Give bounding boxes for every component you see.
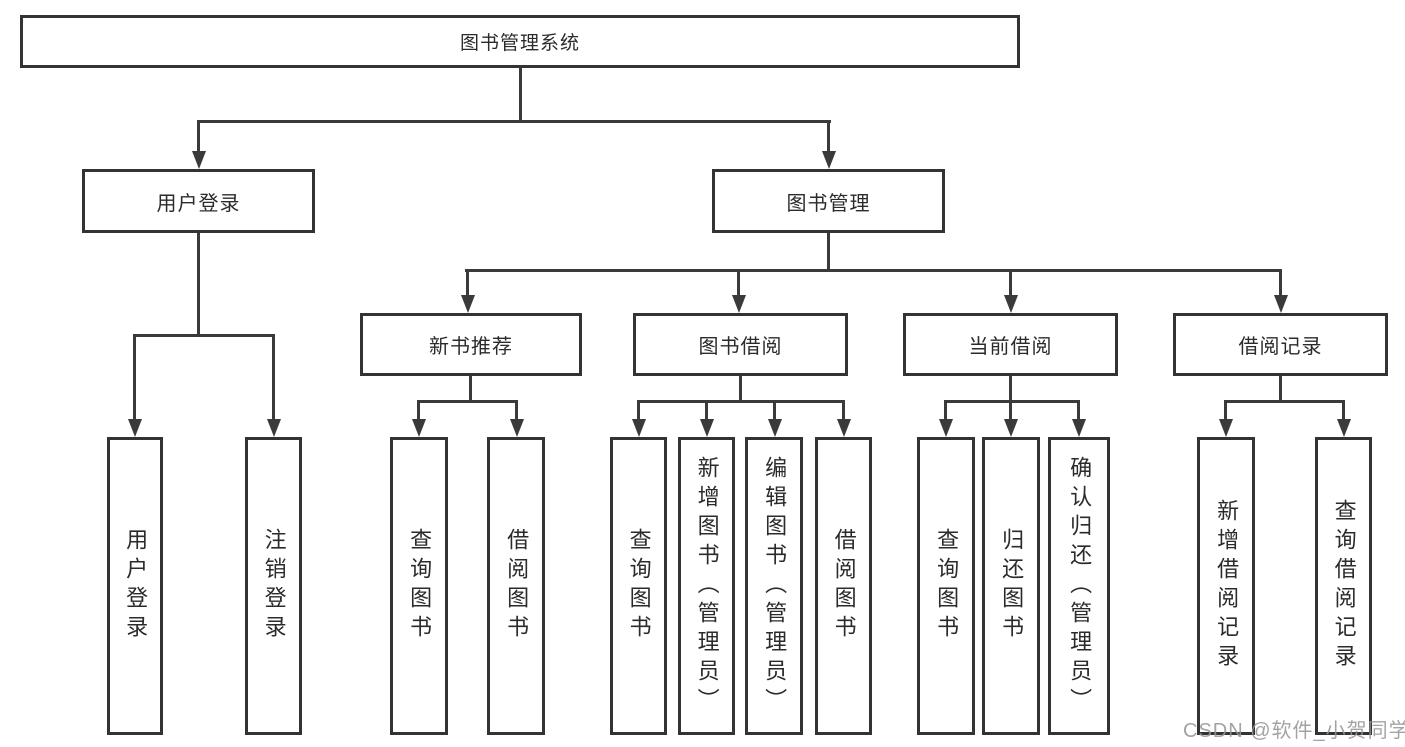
arrow-down-icon <box>822 151 836 169</box>
node-new-book-recommend-label: 新书推荐 <box>429 336 513 358</box>
leaf-add-borrow-record-label: 新增借阅记录 <box>1214 499 1240 673</box>
leaf-user-login: 用户登录 <box>107 437 163 735</box>
leaf-query-borrow-record: 查询借阅记录 <box>1315 437 1372 735</box>
leaf-borrow-books: 借阅图书 <box>815 437 872 735</box>
leaf-borrow-books-recommend: 借阅图书 <box>487 437 545 735</box>
connector-drop-leaf <box>1342 400 1345 421</box>
connector-drop-user-login <box>197 120 200 153</box>
leaf-query-books-borrowing-label: 查询图书 <box>626 528 652 644</box>
arrow-down-icon <box>1337 419 1351 437</box>
connector-book-borrowing-stem <box>739 376 742 402</box>
connector-drop-leaf <box>773 400 776 421</box>
leaf-confirm-return-admin-label: 确认归还（管理员） <box>1067 455 1093 717</box>
arrow-down-icon <box>768 419 782 437</box>
leaf-query-books-current-label: 查询图书 <box>934 528 960 644</box>
arrow-down-icon <box>1004 295 1018 313</box>
connector-level3-rail <box>465 269 1282 272</box>
arrow-down-icon <box>461 295 475 313</box>
connector-drop-leaf <box>417 400 420 421</box>
connector-drop-current-borrowing <box>1009 269 1012 297</box>
leaf-confirm-return-admin: 确认归还（管理员） <box>1048 437 1110 735</box>
arrow-down-icon <box>837 419 851 437</box>
connector-root-stem <box>519 68 522 123</box>
connector-drop-leaf <box>705 400 708 421</box>
leaf-logout: 注销登录 <box>245 437 302 735</box>
arrow-down-icon <box>267 419 281 437</box>
node-user-login-label: 用户登录 <box>156 192 241 215</box>
connector-drop-leaf <box>842 400 845 421</box>
node-new-book-recommend: 新书推荐 <box>360 313 582 376</box>
node-book-borrowing: 图书借阅 <box>633 313 848 376</box>
connector-drop-borrowing-records <box>1279 269 1282 297</box>
leaf-user-login-label: 用户登录 <box>123 528 149 644</box>
leaf-return-books: 归还图书 <box>982 437 1040 735</box>
leaf-query-books-borrowing: 查询图书 <box>610 437 667 735</box>
connector-user-login-rail <box>133 334 275 337</box>
node-borrowing-records: 借阅记录 <box>1173 313 1388 376</box>
leaf-query-books-recommend: 查询图书 <box>390 437 448 735</box>
arrow-down-icon <box>510 419 524 437</box>
leaf-add-books-admin-label: 新增图书（管理员） <box>694 455 720 717</box>
leaf-borrow-books-label: 借阅图书 <box>831 528 857 644</box>
arrow-down-icon <box>1274 295 1288 313</box>
connector-drop-new-book-recommend <box>466 269 469 297</box>
arrow-down-icon <box>700 419 714 437</box>
connector-drop-leaf <box>515 400 518 421</box>
leaf-return-books-label: 归还图书 <box>999 528 1025 644</box>
node-user-login: 用户登录 <box>82 169 315 233</box>
leaf-borrow-books-recommend-label: 借阅图书 <box>504 528 530 644</box>
arrow-down-icon <box>1219 419 1233 437</box>
leaf-query-books-current: 查询图书 <box>917 437 975 735</box>
leaf-edit-books-admin-label: 编辑图书（管理员） <box>762 455 788 717</box>
connector-drop-leaf <box>1224 400 1227 421</box>
node-current-borrowing-label: 当前借阅 <box>968 336 1053 358</box>
connector-drop-leaf-logout <box>272 334 275 421</box>
connector-drop-book-management <box>827 120 830 153</box>
connector-drop-leaf <box>944 400 947 421</box>
csdn-watermark: CSDN @软件_小贺同学 <box>1183 720 1405 742</box>
connector-level2-rail <box>197 120 831 123</box>
connector-drop-leaf <box>637 400 640 421</box>
arrow-down-icon <box>632 419 646 437</box>
node-book-management-label: 图书管理 <box>786 192 871 215</box>
arrow-down-icon <box>939 419 953 437</box>
arrow-down-icon <box>128 419 142 437</box>
leaf-query-books-recommend-label: 查询图书 <box>407 528 433 644</box>
node-current-borrowing: 当前借阅 <box>903 313 1118 376</box>
leaf-query-borrow-record-label: 查询借阅记录 <box>1331 499 1357 673</box>
leaf-add-books-admin: 新增图书（管理员） <box>678 437 735 735</box>
connector-drop-leaf <box>1077 400 1080 421</box>
connector-drop-leaf <box>1009 400 1012 421</box>
connector-new-book-recommend-stem <box>469 376 472 402</box>
connector-records-rail <box>1224 400 1345 403</box>
arrow-down-icon <box>192 151 206 169</box>
leaf-logout-label: 注销登录 <box>261 528 287 644</box>
node-borrowing-records-label: 借阅记录 <box>1238 336 1323 358</box>
node-book-management: 图书管理 <box>712 169 945 233</box>
connector-current-borrowing-stem <box>1009 376 1012 402</box>
arrow-down-icon <box>1004 419 1018 437</box>
connector-book-management-stem <box>827 233 830 272</box>
node-root: 图书管理系统 <box>20 15 1020 68</box>
connector-drop-book-borrowing <box>737 269 740 297</box>
connector-borrowing-rail <box>637 400 845 403</box>
arrow-down-icon <box>412 419 426 437</box>
leaf-add-borrow-record: 新增借阅记录 <box>1197 437 1255 735</box>
arrow-down-icon <box>1072 419 1086 437</box>
node-book-borrowing-label: 图书借阅 <box>698 336 783 358</box>
node-root-label: 图书管理系统 <box>459 33 580 54</box>
connector-drop-leaf-user-login <box>133 334 136 421</box>
connector-recommend-rail <box>417 400 518 403</box>
connector-borrowing-records-stem <box>1279 376 1282 402</box>
connector-user-login-stem <box>197 233 200 336</box>
arrow-down-icon <box>732 295 746 313</box>
connector-current-rail <box>944 400 1080 403</box>
leaf-edit-books-admin: 编辑图书（管理员） <box>745 437 803 735</box>
